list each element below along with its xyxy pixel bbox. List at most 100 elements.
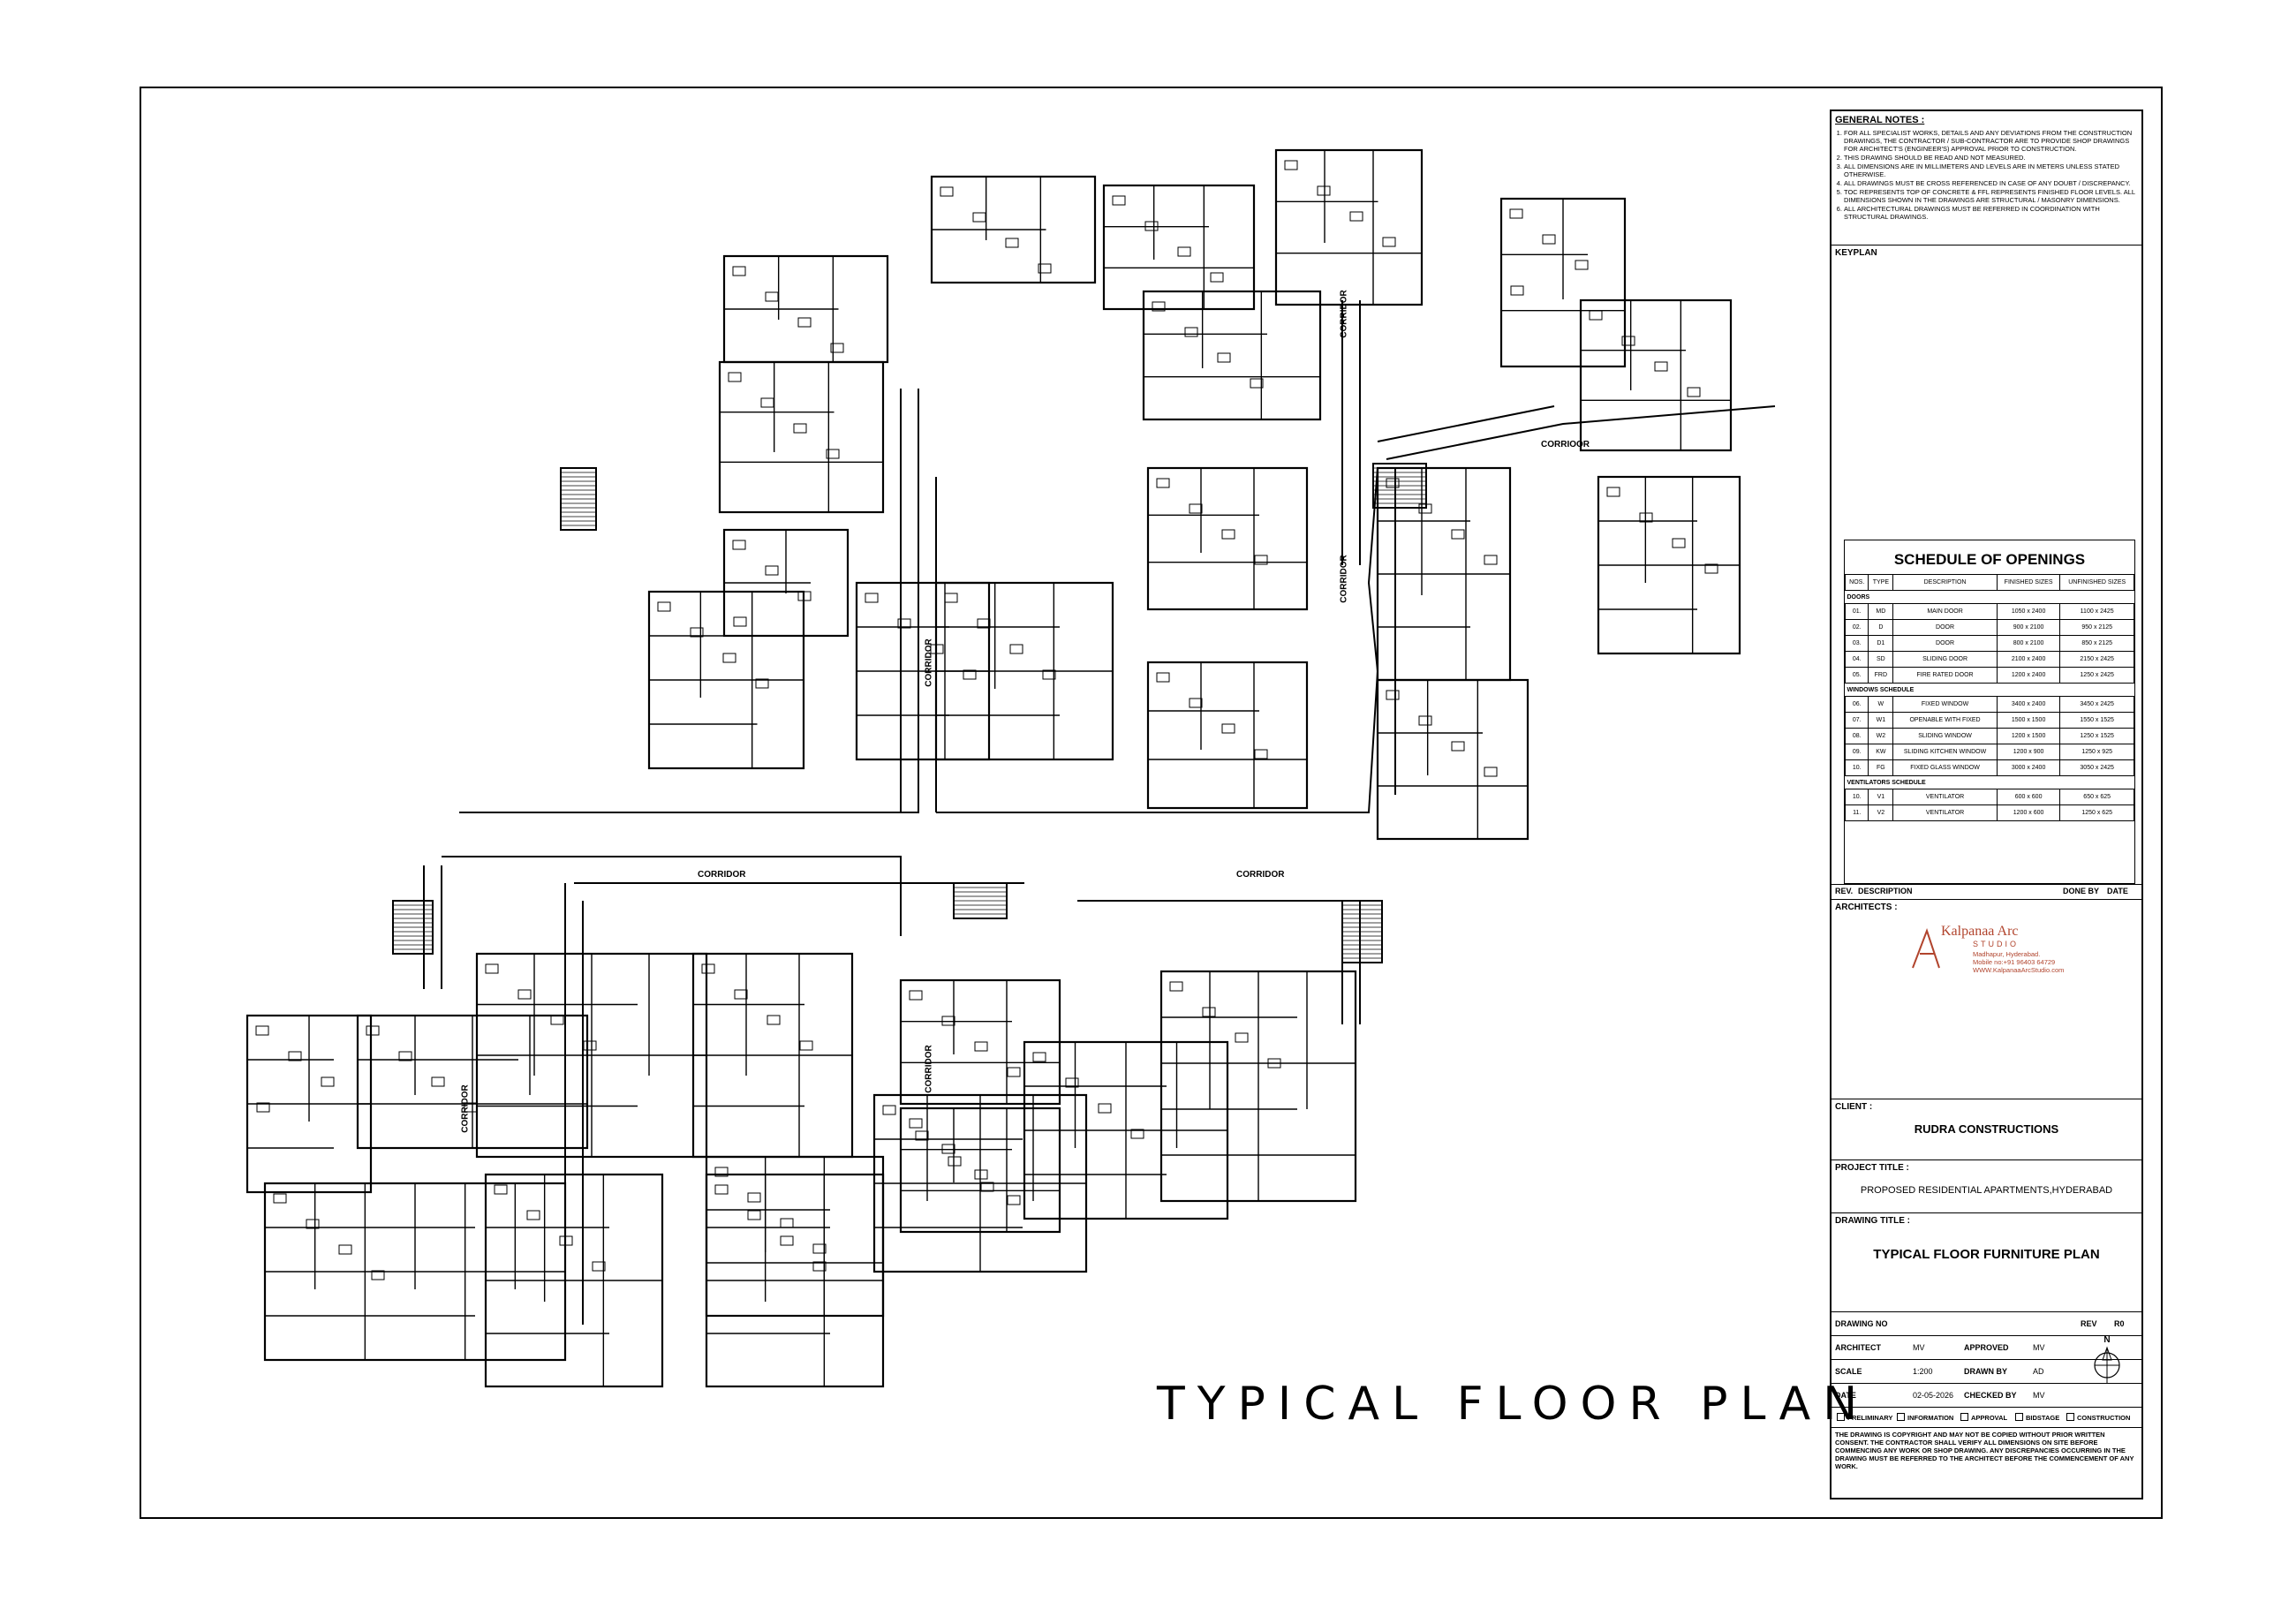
schedule-group-heading: WINDOWS SCHEDULE — [1846, 684, 2134, 697]
apartment-unit — [1023, 1040, 1229, 1220]
schedule-cell: VENTILATOR — [1892, 789, 1998, 805]
note-item: ALL DIMENSIONS ARE IN MILLIMETERS AND LE… — [1844, 162, 2138, 178]
schedule-cell: 1250 x 625 — [2059, 804, 2134, 821]
corridor-label: CORRIOOR — [1541, 440, 1590, 449]
schedule-cell: FG — [1868, 759, 1894, 776]
stage-construction[interactable]: CONSTRUCTION — [2066, 1413, 2130, 1422]
schedule-cell: 650 x 625 — [2059, 789, 2134, 805]
client-label: CLIENT : — [1835, 1102, 1873, 1112]
corridor-wall — [1341, 300, 1361, 565]
rev-short-label: REV — [2081, 1319, 2097, 1328]
stage-bidstage[interactable]: BIDSTAGE — [2015, 1413, 2059, 1422]
logo-address-line: Madhapur, Hyderabad. — [1973, 950, 2041, 958]
schedule-cell: 3000 x 2400 — [1996, 759, 2061, 776]
schedule-cell: DOOR — [1892, 619, 1998, 636]
schedule-group-heading: DOORS — [1846, 591, 2134, 604]
schedule-cell: VENTILATOR — [1892, 804, 1998, 821]
note-item: ALL ARCHITECTURAL DRAWINGS MUST BE REFER… — [1844, 205, 2138, 221]
title-block: GENERAL NOTES : FOR ALL SPECIALIST WORKS… — [1830, 110, 2143, 1499]
sheet-border — [140, 87, 2163, 1519]
corridor-label: CORRIDOR — [924, 638, 934, 687]
date-label: DATE — [2107, 887, 2128, 895]
logo-address: Madhapur, Hyderabad. Mobile no:+91 96403… — [1973, 950, 2064, 974]
logo-name: Kalpanaa Arc — [1941, 924, 2019, 939]
drawn-by-value: AD — [2033, 1367, 2044, 1376]
project-name: PROPOSED RESIDENTIAL APARTMENTS,HYDERABA… — [1860, 1185, 2113, 1196]
schedule-cell: 1200 x 1500 — [1996, 728, 2061, 744]
schedule-cell: 07. — [1844, 712, 1869, 729]
schedule-cell: 10. — [1844, 789, 1869, 805]
corridor-label: CORRIDOR — [460, 1084, 471, 1133]
schedule-cell: 950 x 2125 — [2059, 619, 2134, 636]
apartment-unit — [1597, 475, 1741, 655]
schedule-cell: DESCRIPTION — [1892, 574, 1998, 591]
apartment-unit — [934, 581, 1114, 761]
schedule-group-label: VENTILATORS SCHEDULE — [1847, 779, 1926, 786]
schedule-cell: SLIDING KITCHEN WINDOW — [1892, 744, 1998, 760]
apartment-unit — [484, 1173, 664, 1388]
architect-value: MV — [1913, 1343, 1925, 1352]
staircase — [1372, 463, 1427, 509]
corridor-label: CORRIDOR — [1339, 555, 1349, 603]
schedule-cell: 2150 x 2425 — [2059, 651, 2134, 668]
apartment-unit — [722, 528, 850, 638]
corridor-label: CORRIDOR — [924, 1045, 934, 1093]
schedule-cell: TYPE — [1868, 574, 1894, 591]
stage-approval[interactable]: APPROVAL — [1960, 1413, 2007, 1422]
date-field-label: DATE — [1835, 1391, 1856, 1400]
schedule-cell: UNFINISHED SIZES — [2059, 574, 2134, 591]
schedule-cell: SLIDING WINDOW — [1892, 728, 1998, 744]
schedule-cell: 800 x 2100 — [1996, 635, 2061, 652]
schedule-cell: 02. — [1844, 619, 1869, 636]
apartment-unit — [1102, 184, 1256, 311]
drawing-title-section: DRAWING TITLE : TYPICAL FLOOR FURNITURE … — [1832, 1213, 2141, 1312]
checked-by-value: MV — [2033, 1391, 2045, 1400]
schedule-cell: FRD — [1868, 667, 1894, 684]
schedule-cell: MAIN DOOR — [1892, 603, 1998, 620]
schedule-group-label: DOORS — [1847, 593, 1870, 601]
stage-information[interactable]: INFORMATION — [1897, 1413, 1953, 1422]
schedule-cell: 1100 x 2425 — [2059, 603, 2134, 620]
apartment-unit — [647, 590, 805, 770]
approved-label: APPROVED — [1964, 1343, 2009, 1352]
stage-preliminary[interactable]: PRELIMINARY — [1837, 1413, 1892, 1422]
studio-logo: Kalpanaa Arc STUDIO Madhapur, Hyderabad.… — [1911, 924, 2105, 986]
apartment-unit — [1376, 678, 1529, 841]
floor-plan-drawing — [423, 300, 1776, 1325]
schedule-cell: V1 — [1868, 789, 1894, 805]
schedule-cell: 1250 x 2425 — [2059, 667, 2134, 684]
schedule-cell: FIXED WINDOW — [1892, 696, 1998, 713]
schedule-group-heading: VENTILATORS SCHEDULE — [1846, 776, 2134, 789]
schedule-cell: KW — [1868, 744, 1894, 760]
schedule-cell: 850 x 2125 — [2059, 635, 2134, 652]
apartment-unit — [1159, 970, 1357, 1203]
copyright-note: THE DRAWING IS COPYRIGHT AND MAY NOT BE … — [1835, 1431, 2134, 1470]
logo-studio: STUDIO — [1973, 940, 2020, 948]
corridor-label: CORRIDOR — [1236, 870, 1285, 880]
date-value: 02-05-2026 — [1913, 1391, 1954, 1400]
north-label: N — [2103, 1335, 2110, 1345]
drawn-by-label: DRAWN BY — [1964, 1367, 2007, 1376]
schedule-cell: 3400 x 2400 — [1996, 696, 2061, 713]
apartment-unit — [263, 1182, 567, 1362]
drawing-title: TYPICAL FLOOR FURNITURE PLAN — [1873, 1247, 2100, 1262]
project-label: PROJECT TITLE : — [1835, 1163, 1909, 1173]
schedule-cell: 1200 x 900 — [1996, 744, 2061, 760]
schedule-cell: 3050 x 2425 — [2059, 759, 2134, 776]
drawing-no-label: DRAWING NO — [1835, 1319, 1888, 1328]
apartment-unit — [705, 1173, 885, 1388]
schedule-cell: SLIDING DOOR — [1892, 651, 1998, 668]
apartment-unit — [722, 254, 889, 364]
note-item: ALL DRAWINGS MUST BE CROSS REFERENCED IN… — [1844, 179, 2138, 187]
note-item: FOR ALL SPECIALIST WORKS, DETAILS AND AN… — [1844, 129, 2138, 153]
schedule-cell: 2100 x 2400 — [1996, 651, 2061, 668]
schedule-cell: 3450 x 2425 — [2059, 696, 2134, 713]
staircase — [392, 900, 434, 955]
checked-by-label: CHECKED BY — [1964, 1391, 2017, 1400]
schedule-cell: FINISHED SIZES — [1996, 574, 2061, 591]
